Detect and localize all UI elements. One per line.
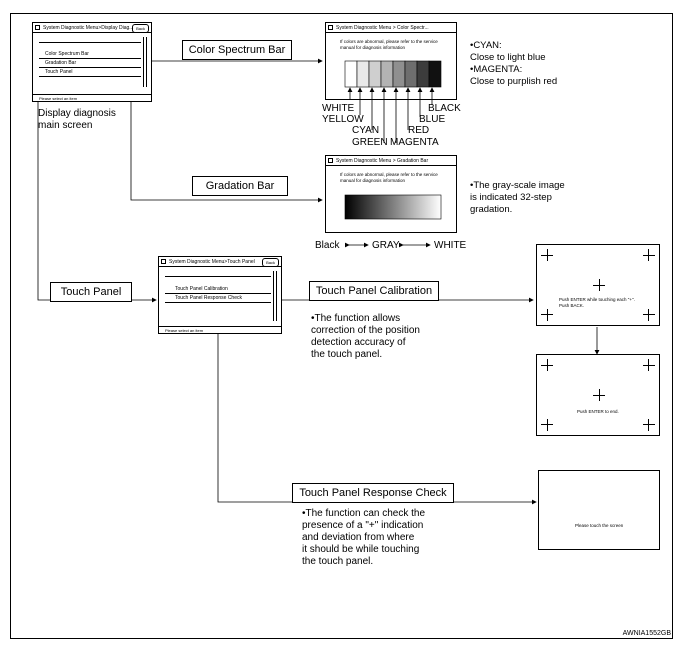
main-screen-title-text: System Diagnostic Menu>Display Diag... <box>43 25 134 31</box>
calibration-note: •The function allows correction of the p… <box>311 313 420 360</box>
bar-label-yellow: YELLOW <box>322 114 364 125</box>
menu-divider <box>165 276 271 277</box>
menu-item-color-spectrum[interactable]: Color Spectrum Bar <box>45 51 89 57</box>
touch-screen-footer: Please select an item <box>159 326 281 333</box>
calibration-screen-2-text: Push ENTER to end. <box>577 409 619 414</box>
menu-divider <box>165 293 271 294</box>
gradation-note: •The gray-scale image is indicated 32-st… <box>470 180 565 215</box>
touch-screen-title: System Diagnostic Menu>Touch Panel <box>159 257 281 267</box>
arrow-to-gradation <box>130 101 323 203</box>
color-screen-text: If colors are abnormal, please refer to … <box>340 39 438 50</box>
label-gradation: Gradation Bar <box>192 176 288 196</box>
menu-divider <box>39 42 141 43</box>
label-touch-panel: Touch Panel <box>50 282 132 302</box>
diagram-frame <box>10 13 673 639</box>
calibration-screen-1: Push ENTER while touching each "+". Push… <box>536 244 660 326</box>
color-screen-title-text: System Diagnostic Menu > Color Spectr... <box>336 25 429 31</box>
bar-label-magenta: MAGENTA <box>390 137 439 148</box>
menu-divider <box>39 67 141 68</box>
menu-item-calibration[interactable]: Touch Panel Calibration <box>175 286 228 292</box>
calibration-screen-1-text: Push ENTER while touching each "+". Push… <box>559 297 635 308</box>
touch-screen-title-text: System Diagnostic Menu>Touch Panel <box>169 259 255 265</box>
label-response-check: Touch Panel Response Check <box>292 483 454 503</box>
menu-item-response-check[interactable]: Touch Panel Response Check <box>175 295 242 301</box>
main-screen-footer: Please select an item <box>33 94 151 101</box>
scale-black: Black <box>315 240 340 251</box>
response-note: •The function can check the presence of … <box>302 508 426 567</box>
menu-item-gradation[interactable]: Gradation Bar <box>45 60 77 66</box>
calibration-screen-2: Push ENTER to end. <box>536 354 660 436</box>
label-calibration: Touch Panel Calibration <box>309 281 439 301</box>
bar-label-white: WHITE <box>322 103 355 114</box>
menu-divider <box>39 76 141 77</box>
main-screen-caption: Display diagnosis main screen <box>38 108 116 131</box>
scale-white: WHITE <box>434 240 467 251</box>
main-screen-title: System Diagnostic Menu>Display Diag... <box>33 23 151 33</box>
gradation-bar <box>344 194 442 220</box>
gradation-screen-text: If colors are abnormal, please refer to … <box>340 172 438 183</box>
gradation-screen: System Diagnostic Menu > Gradation Bar I… <box>325 155 457 233</box>
figure-code: AWNIA1552GB <box>622 630 671 637</box>
back-button[interactable]: Back <box>132 24 149 33</box>
scrollbar[interactable] <box>143 37 147 87</box>
menu-icon <box>35 25 40 30</box>
menu-icon <box>161 259 166 264</box>
scale-gray: GRAY <box>372 240 400 251</box>
scrollbar[interactable] <box>273 271 277 321</box>
response-check-screen: Please touch the screen <box>538 470 660 550</box>
menu-divider <box>165 302 271 303</box>
response-screen-text: Please touch the screen <box>575 523 624 528</box>
bar-label-cyan: CYAN <box>352 125 380 136</box>
color-note: •CYAN: Close to light blue •MAGENTA: Clo… <box>470 40 558 87</box>
bar-label-blue: BLUE <box>419 114 446 125</box>
gradation-screen-title-text: System Diagnostic Menu > Gradation Bar <box>336 158 429 164</box>
back-button[interactable]: Back <box>262 258 279 267</box>
label-color-spectrum: Color Spectrum Bar <box>182 40 292 60</box>
bar-label-black: BLACK <box>428 103 461 114</box>
color-spectrum-bars <box>344 60 442 88</box>
gradation-screen-title: System Diagnostic Menu > Gradation Bar <box>326 156 456 166</box>
color-screen-title: System Diagnostic Menu > Color Spectr... <box>326 23 456 33</box>
menu-divider <box>39 58 141 59</box>
bar-label-green: GREEN <box>352 137 388 148</box>
menu-icon <box>328 25 333 30</box>
bar-label-red: RED <box>408 125 430 136</box>
touch-panel-screen: System Diagnostic Menu>Touch Panel Back … <box>158 256 282 334</box>
menu-item-touch-panel[interactable]: Touch Panel <box>45 69 73 75</box>
menu-icon <box>328 158 333 163</box>
color-spectrum-screen: System Diagnostic Menu > Color Spectr...… <box>325 22 457 100</box>
main-screen: System Diagnostic Menu>Display Diag... B… <box>32 22 152 102</box>
